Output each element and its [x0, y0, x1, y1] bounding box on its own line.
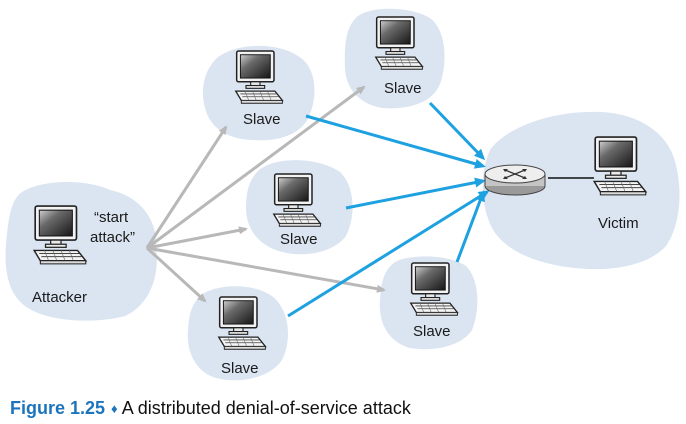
command-arrows [145, 85, 386, 303]
clouds [5, 8, 680, 381]
attack-arrow-slave2 [428, 101, 486, 161]
figure-caption: Figure 1.25 ♦A distributed denial-of-serv… [10, 398, 411, 419]
slave4-label: Slave [413, 323, 451, 340]
start-attack-label-line2: attack” [90, 229, 135, 246]
slave3-label: Slave [280, 231, 318, 248]
command-arrow-slave3 [146, 226, 248, 250]
attacker-label: Attacker [32, 289, 87, 306]
diamond-separator-icon: ♦ [111, 401, 118, 416]
command-arrow-slave1 [145, 125, 228, 249]
command-arrow-slave2 [146, 85, 366, 250]
attack-arrow-slave4 [455, 190, 485, 263]
command-arrow-slave5 [145, 246, 207, 303]
slave1-label: Slave [243, 111, 281, 128]
victim-label: Victim [598, 215, 639, 232]
slave5-label: Slave [221, 360, 259, 377]
ddos-diagram: Attacker Victim Slave Slave Slave Slave … [5, 8, 680, 381]
attack-arrows [287, 101, 490, 318]
slave2-label: Slave [384, 80, 422, 97]
attack-arrow-slave1 [305, 114, 486, 169]
attack-arrow-slave5 [287, 190, 490, 318]
attack-arrow-slave3 [345, 177, 486, 210]
caption-text: A distributed denial-of-service attack [121, 398, 411, 418]
command-arrow-slave4 [146, 246, 386, 293]
cloud-slave3 [246, 160, 353, 255]
start-attack-label-line1: “start [94, 209, 129, 226]
router-icon [484, 164, 546, 196]
figure-number: Figure 1.25 [10, 398, 106, 418]
